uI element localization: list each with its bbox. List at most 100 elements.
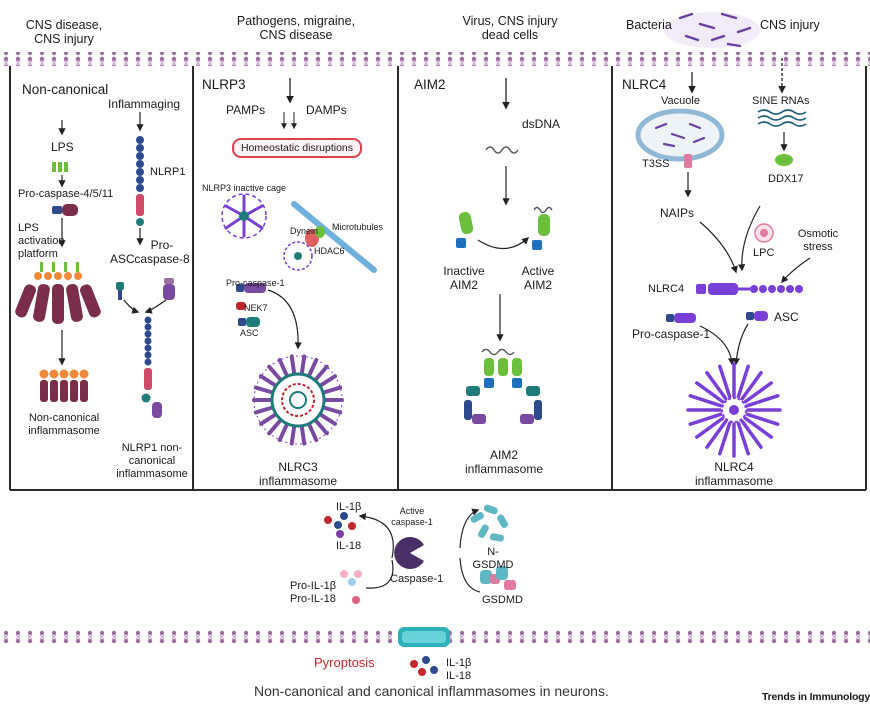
label-pro-caspase-8: Pro-caspase-8	[134, 238, 190, 266]
lps-molecule	[52, 162, 68, 172]
nlrp3-inactive-cage	[221, 193, 267, 239]
panel-title-noncanonical: Non-canonical	[22, 82, 109, 97]
inflammasome-spoke	[688, 394, 723, 408]
dynein-shape	[305, 226, 325, 247]
inflammasome-spoke	[322, 405, 343, 415]
label-il1b-released: IL-1β	[446, 657, 472, 669]
panel-nlrc4-graphics	[635, 108, 811, 458]
nlrp1-noncanonical-shape	[141, 316, 162, 418]
inflammasome-spoke	[743, 381, 773, 404]
inflammasome-spoke	[736, 421, 750, 456]
label-il18-mature: IL-18	[336, 540, 362, 552]
dsdna-strand	[485, 146, 519, 154]
microtubule	[291, 201, 377, 273]
pro-caspase1-shape	[236, 283, 266, 293]
inflammasome-spoke	[705, 371, 728, 401]
label-nlrc4: NLRC4	[648, 283, 685, 295]
inflammasome-spoke	[319, 374, 338, 387]
bottom-cycle-graphics	[324, 504, 516, 676]
gsdmd-full-length	[480, 566, 516, 590]
top-label-col2: Pathogens, migraine,CNS disease	[236, 14, 356, 42]
inactive-aim2-shape	[456, 211, 474, 248]
panel-nlrp3-graphics	[221, 112, 377, 446]
lpc-shape	[754, 223, 774, 243]
inflammasome-spoke	[745, 394, 780, 408]
label-lps: LPS	[51, 140, 74, 154]
aim2-inflammasome-shape	[464, 348, 542, 424]
top-label-cns-injury: CNS injury	[760, 18, 820, 32]
inflammasome-spoke	[322, 385, 343, 395]
label-pro-il1b: Pro-IL-1β	[290, 580, 337, 592]
il-cluster-mature	[324, 512, 356, 538]
inflammasome-spoke	[277, 357, 289, 377]
label-inflammaging: Inflammaging	[108, 97, 181, 111]
inflammasome-spoke	[258, 413, 277, 426]
inflammasome-spoke	[253, 385, 274, 395]
nlrc4-protein	[696, 283, 803, 295]
label-il18-released: IL-18	[446, 670, 472, 682]
inflammasome-spoke	[253, 405, 274, 415]
label-t3ss: T3SS	[642, 158, 670, 170]
t3ss-shape	[684, 154, 692, 168]
bacteria-cluster	[664, 12, 760, 48]
label-lpc: LPC	[753, 247, 775, 259]
label-pro-caspase-1-nlrp3: Pro-caspase-1	[226, 278, 285, 288]
noncanonical-inflammasome-shape	[39, 369, 89, 402]
inflammasome-spoke	[695, 416, 725, 439]
nek7-shape	[236, 302, 246, 310]
inflammasome-spoke	[705, 419, 728, 449]
pro-caspase8-shape	[163, 278, 175, 300]
inflammasome-spoke	[718, 364, 732, 399]
nlrc4-inflammasome-shape	[686, 362, 782, 458]
label-sine-rnas: SINE RNAs	[752, 95, 810, 107]
gsdmd-pore	[398, 627, 450, 647]
inflammasome-spoke	[736, 364, 750, 399]
panel-title-aim2: AIM2	[414, 77, 446, 92]
label-asc-nlrp3: ASC	[240, 328, 259, 338]
inflammasome-spoke	[267, 419, 282, 436]
label-dynein: Dynein	[290, 226, 319, 236]
label-pamps: PAMPs	[226, 103, 266, 117]
label-dsdna: dsDNA	[522, 117, 561, 131]
label-pro-caspase-1-nlrc4: Pro-caspase-1	[632, 327, 711, 341]
inflammasome-spoke	[299, 425, 307, 446]
nlrp1-chain	[136, 136, 144, 226]
label-nlrp1: NLRP1	[150, 166, 186, 178]
asc-monomer	[116, 282, 124, 300]
label-il1b-mature: IL-1β	[336, 501, 362, 513]
ddx17-shape	[775, 154, 793, 166]
inflammasome-spoke	[307, 423, 319, 443]
label-nek7: NEK7	[244, 303, 268, 313]
lps-platform	[15, 262, 101, 324]
inflammasome-spoke	[319, 413, 338, 426]
label-pyroptosis: Pyroptosis	[314, 655, 375, 670]
panel-borders	[9, 66, 867, 491]
inflammasome-spoke	[307, 357, 319, 377]
asc-nlrc4-shape	[746, 311, 768, 321]
label-n-gsdmd: N-GSDMD	[472, 546, 514, 571]
inflammasome-spoke	[314, 364, 329, 381]
label-pro-caspase-4-5-11: Pro-caspase-4/5/11	[18, 188, 114, 200]
inflammasome-spoke	[695, 381, 725, 404]
label-damps: DAMPs	[306, 103, 347, 117]
inflammasome-spoke	[740, 371, 763, 401]
label-vacuole: Vacuole	[661, 95, 700, 107]
inflammasome-spoke	[740, 419, 763, 449]
top-membrane	[0, 52, 870, 66]
inflammasome-spoke	[277, 423, 289, 443]
inflammasome-spoke	[718, 421, 732, 456]
journal-label: Trends in Immunology	[762, 691, 870, 703]
nlrc3-inflammasome-shape	[252, 354, 344, 446]
label-asc-nlrc4: ASC	[774, 310, 799, 324]
vacuole-shape	[635, 108, 725, 162]
gsdmd-pore-fragments	[470, 504, 508, 542]
